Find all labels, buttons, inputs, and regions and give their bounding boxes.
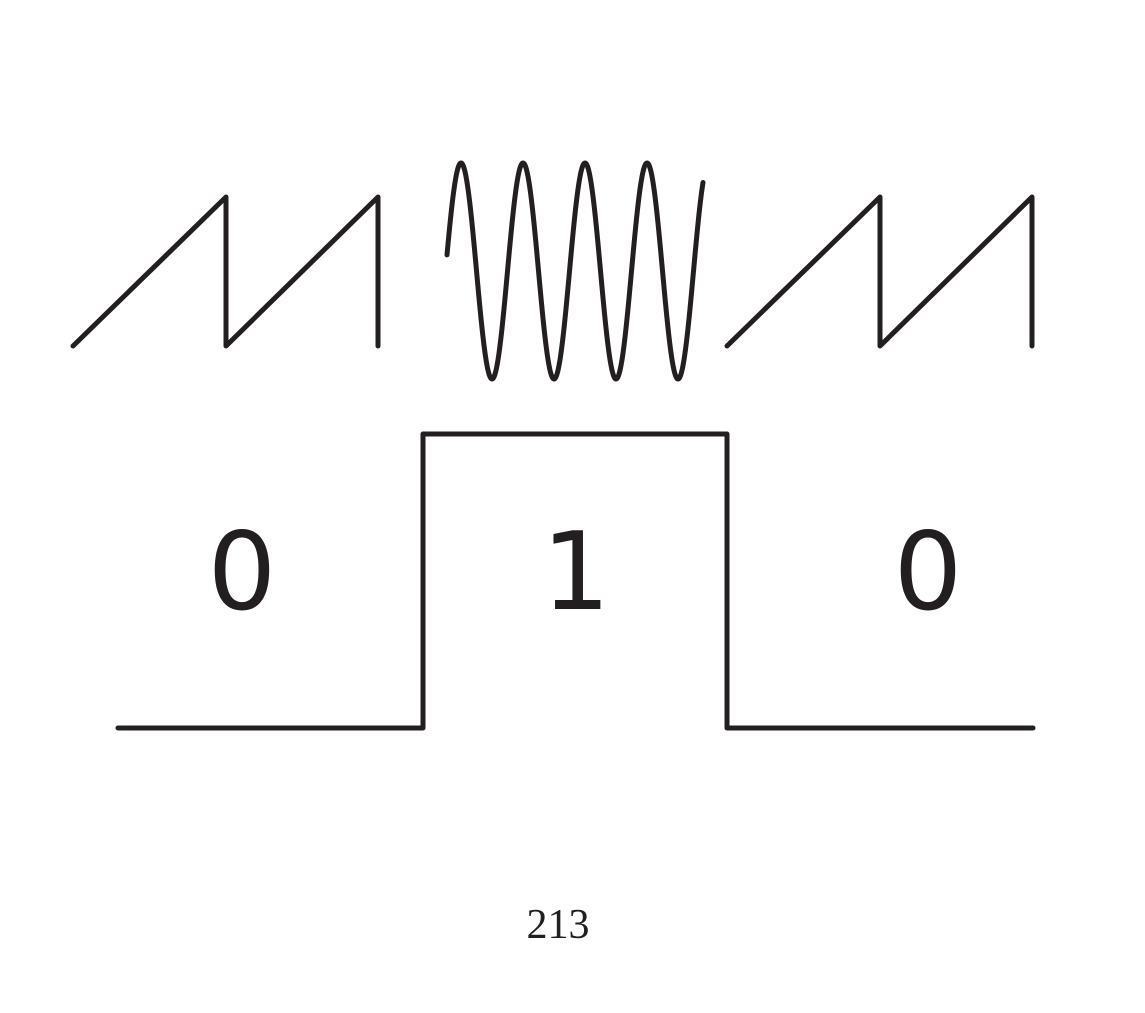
bit-label-1-middle: 1 — [542, 510, 611, 635]
sawtooth-wave-left — [70, 194, 381, 349]
sine-wave-middle — [444, 160, 706, 382]
bit-label-0-right: 0 — [894, 510, 963, 635]
bit-label-0-left: 0 — [208, 510, 277, 635]
page-number: 213 — [527, 902, 590, 948]
sawtooth-wave-right — [724, 194, 1035, 349]
square-pulse-wave — [115, 431, 1036, 731]
